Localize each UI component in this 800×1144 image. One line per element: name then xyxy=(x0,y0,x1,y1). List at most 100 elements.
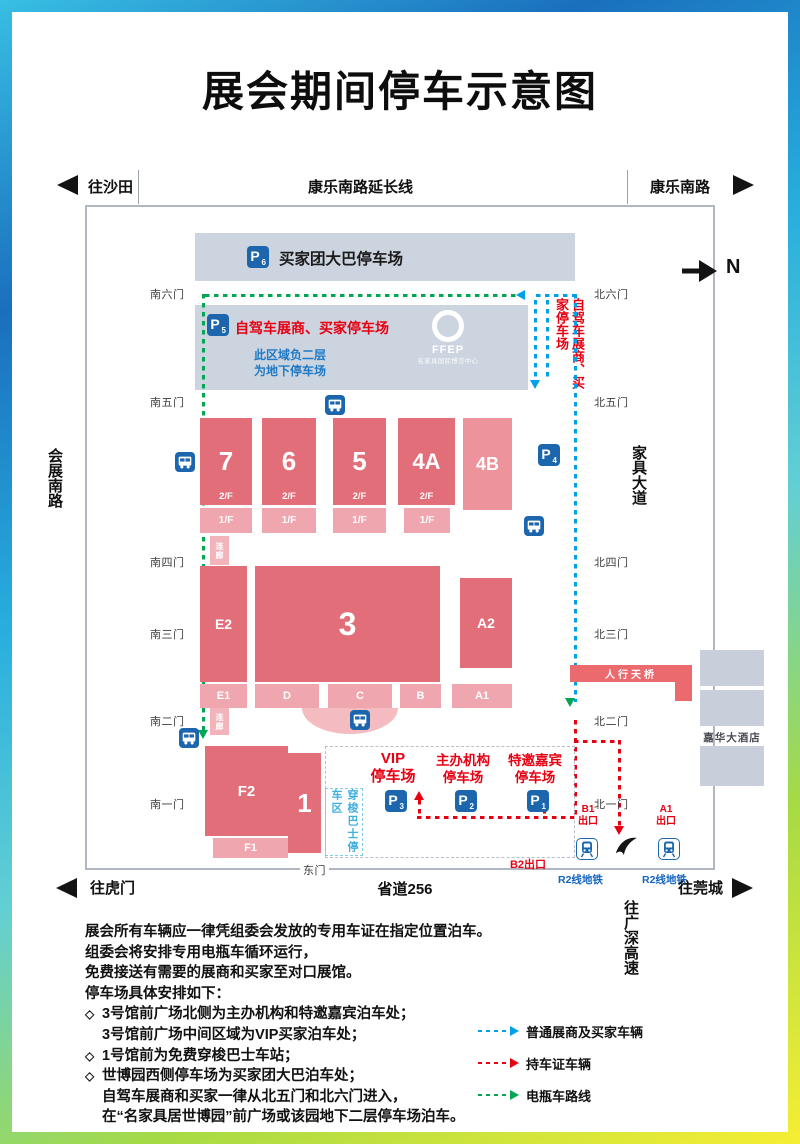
note-line: 免费接送有需要的展商和买家至对口展馆。 xyxy=(85,965,361,982)
legend-red-dash-icon xyxy=(478,1061,510,1065)
road-to-guancheng: 往莞城 xyxy=(678,880,724,897)
route-blue-entry-b xyxy=(546,300,549,380)
hall-4a-1f: 1/F xyxy=(404,508,450,533)
corridor-upper: 连廊 xyxy=(210,536,229,565)
pedestrian-bridge: 人行天桥 xyxy=(570,665,692,682)
road-huizhan-south: 会展南路 xyxy=(46,448,63,508)
note-line: ◇世博园西侧停车场为买家团大巴泊车处； xyxy=(85,1068,363,1085)
west-arrow-icon xyxy=(56,878,77,898)
bus-stop-icon xyxy=(175,452,195,472)
bus-stop-icon xyxy=(350,710,370,730)
page-title: 展会期间停车示意图 xyxy=(201,68,598,115)
bus-stop-icon xyxy=(524,516,544,536)
note-line: 自驾车展商和买家一律从北五门和北六门进入， xyxy=(102,1088,407,1105)
hall-e1: E1 xyxy=(200,684,247,708)
road-to-expressway: 往广深高速 xyxy=(622,900,639,975)
route-green-arrow-n2 xyxy=(565,698,575,707)
ffep-ring-icon xyxy=(432,310,464,342)
road-provincial-256: 省道256 xyxy=(377,881,433,898)
hall-7-1f: 1/F xyxy=(200,508,252,533)
gate-north-4: 北四门 xyxy=(594,557,629,569)
shuttle-bus-zone: 穿梭巴士停车区 xyxy=(325,788,363,856)
organizer-parking-label: 主办机构停车场 xyxy=(436,753,490,785)
corridor-lower: 连廊 xyxy=(210,708,229,735)
metro-r2-label-right: R2线地铁 xyxy=(642,874,687,886)
metro-station-icon xyxy=(576,838,598,860)
note-line: 3号馆前广场中间区域为VIP买家泊车处； xyxy=(102,1026,366,1043)
legend-green-dash-icon xyxy=(478,1093,510,1097)
ffep-logo: FFEP 名家具国际博览中心 xyxy=(410,310,486,366)
bus-lot-label: 买家团大巴停车场 xyxy=(279,251,404,268)
road-divider xyxy=(627,170,628,204)
hall-a2: A2 xyxy=(460,578,512,668)
note-line: ◇3号馆前广场北侧为主办机构和特邀嘉宾泊车处； xyxy=(85,1006,415,1023)
road-kangle: 康乐南路 xyxy=(650,179,711,196)
hall-d: D xyxy=(255,684,319,708)
route-red-stub-p3 xyxy=(418,800,421,816)
hall-5-1f: 1/F xyxy=(333,508,386,533)
route-blue-arrow-left xyxy=(516,290,525,300)
east-arrow-icon xyxy=(732,878,753,898)
map-frame xyxy=(85,205,715,870)
legend-item-ordinary: 普通展商及买家车辆 xyxy=(478,1024,643,1040)
gate-south-3: 南三门 xyxy=(150,629,185,641)
route-green-top xyxy=(205,294,517,297)
guest-parking-label: 特邀嘉宾停车场 xyxy=(508,753,562,785)
legend-blue-dash-icon xyxy=(478,1029,510,1033)
gate-south-5: 南五门 xyxy=(150,397,185,409)
self-drive-side-label: 自驾车展商、买家停车场 xyxy=(554,298,585,389)
gate-north-6: 北六门 xyxy=(594,289,629,301)
metro-station-icon xyxy=(658,838,680,860)
route-blue-top xyxy=(536,294,576,297)
legend-green-arrow-icon xyxy=(510,1090,519,1100)
hall-f2: F2 xyxy=(205,746,288,836)
route-green-arrow-down xyxy=(198,730,208,739)
route-red-arrow-metro xyxy=(614,826,624,835)
route-blue-east xyxy=(574,294,577,702)
east-arrow-icon xyxy=(733,175,754,195)
route-red-arrow-p3 xyxy=(414,791,424,800)
hall-b: B xyxy=(400,684,441,708)
legend-item-cart: 电瓶车路线 xyxy=(478,1088,591,1104)
note-line: ◇1号馆前为免费穿梭巴士车站； xyxy=(85,1047,299,1064)
hall-4b: 4B xyxy=(463,418,512,510)
route-red-from-n2 xyxy=(574,720,577,818)
legend-blue-arrow-icon xyxy=(510,1026,519,1036)
gate-south-1: 南一门 xyxy=(150,799,185,811)
route-red-to-metro xyxy=(574,740,620,743)
hotel-block xyxy=(700,690,764,726)
hotel-block xyxy=(700,746,764,786)
gate-north-1: 北一门 xyxy=(594,799,629,811)
east-gate-label: 东门 xyxy=(300,861,329,879)
road-jiaju-avenue: 家具大道 xyxy=(630,445,647,505)
legend-item-permit: 持车证车辆 xyxy=(478,1056,591,1072)
route-blue-arrow-down xyxy=(530,380,540,389)
hotel-label: 嘉华大酒店 xyxy=(703,732,761,744)
self-drive-lot-title: 自驾车展商、买家停车场 xyxy=(235,320,389,336)
hall-c: C xyxy=(328,684,392,708)
route-blue-entry-a xyxy=(534,300,537,380)
gate-south-2: 南二门 xyxy=(150,716,185,728)
hall-e2: E2 xyxy=(200,566,247,682)
route-red-bottom xyxy=(417,816,576,819)
note-line: 组委会将安排专用电瓶车循环运行， xyxy=(85,944,317,961)
hotel-block xyxy=(700,650,764,686)
hall-6-1f: 1/F xyxy=(262,508,316,533)
notes-block: 展会所有车辆应一律凭组委会发放的专用车证在指定位置泊车。 组委会将安排专用电瓶车… xyxy=(85,922,515,1128)
exit-b2-label: B2出口 xyxy=(509,859,547,871)
hall-1: 1 xyxy=(288,753,321,853)
note-line: 停车场具体安排如下： xyxy=(85,985,230,1002)
bus-stop-icon xyxy=(179,728,199,748)
compass-label: N xyxy=(726,256,741,278)
road-divider xyxy=(138,170,139,204)
